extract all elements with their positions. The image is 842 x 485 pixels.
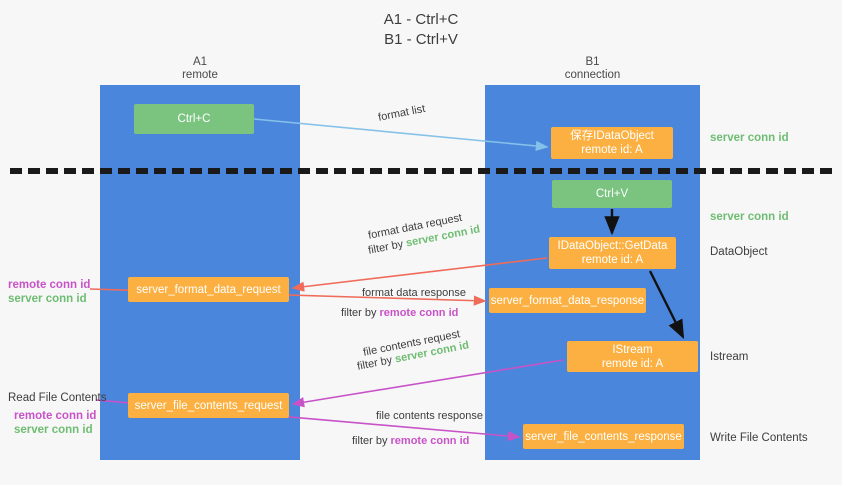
edge-label-file-contents-response-filter: filter by remote conn id (352, 434, 469, 449)
note-conn-ids-lower: remote conn id server conn id (14, 409, 96, 437)
node-ctrl-c[interactable]: Ctrl+C (134, 104, 254, 134)
note-remote-conn-id-upper: remote conn id (8, 279, 91, 291)
note-write-file-contents: Write File Contents (710, 432, 808, 444)
filter-prefix: filter by (356, 353, 397, 373)
filter-prefix: filter by (341, 307, 380, 319)
node-server-format-data-request[interactable]: server_format_data_request (128, 277, 289, 302)
filter-value-remote-conn-id: remote conn id (379, 307, 459, 319)
edge-label-format-data-response: format data response (362, 287, 466, 299)
node-istream[interactable]: IStream remote id: A (567, 341, 698, 372)
filter-value-remote-conn-id: remote conn id (390, 435, 470, 447)
note-server-conn-id-mid: server conn id (710, 211, 789, 223)
node-ctrl-v[interactable]: Ctrl+V (552, 180, 672, 208)
note-server-conn-id-upper: server conn id (8, 293, 87, 305)
note-dataobject: DataObject (710, 246, 768, 258)
node-server-file-contents-response[interactable]: server_file_contents_response (523, 424, 684, 449)
note-read-file-contents: Read File Contents (8, 392, 107, 404)
filter-prefix: filter by (352, 435, 391, 447)
note-conn-ids-upper: remote conn id server conn id (8, 278, 90, 306)
edge-label-format-list: format list (377, 102, 427, 124)
note-server-conn-id-lower: server conn id (14, 424, 93, 436)
lane-header-b1: B1 connection (564, 56, 621, 81)
phase-separator (10, 168, 832, 174)
edge-label-file-contents-response: file contents response (376, 410, 484, 422)
page-title: A1 - Ctrl+C B1 - Ctrl+V (383, 11, 459, 48)
node-idataobject[interactable]: 保存IDataObject remote id: A (551, 127, 673, 159)
lane-header-a1: A1 remote (182, 56, 218, 81)
node-idataobject-getdata[interactable]: IDataObject::GetData remote id: A (549, 237, 676, 269)
node-server-file-contents-request[interactable]: server_file_contents_request (128, 393, 289, 418)
note-remote-conn-id-lower: remote conn id (14, 410, 97, 422)
note-server-conn-id-top: server conn id (710, 132, 789, 144)
edge-label-format-data-response-filter: filter by remote conn id (341, 306, 458, 321)
node-server-format-data-response[interactable]: server_format_data_response (489, 288, 646, 313)
note-istream: Istream (710, 351, 749, 363)
